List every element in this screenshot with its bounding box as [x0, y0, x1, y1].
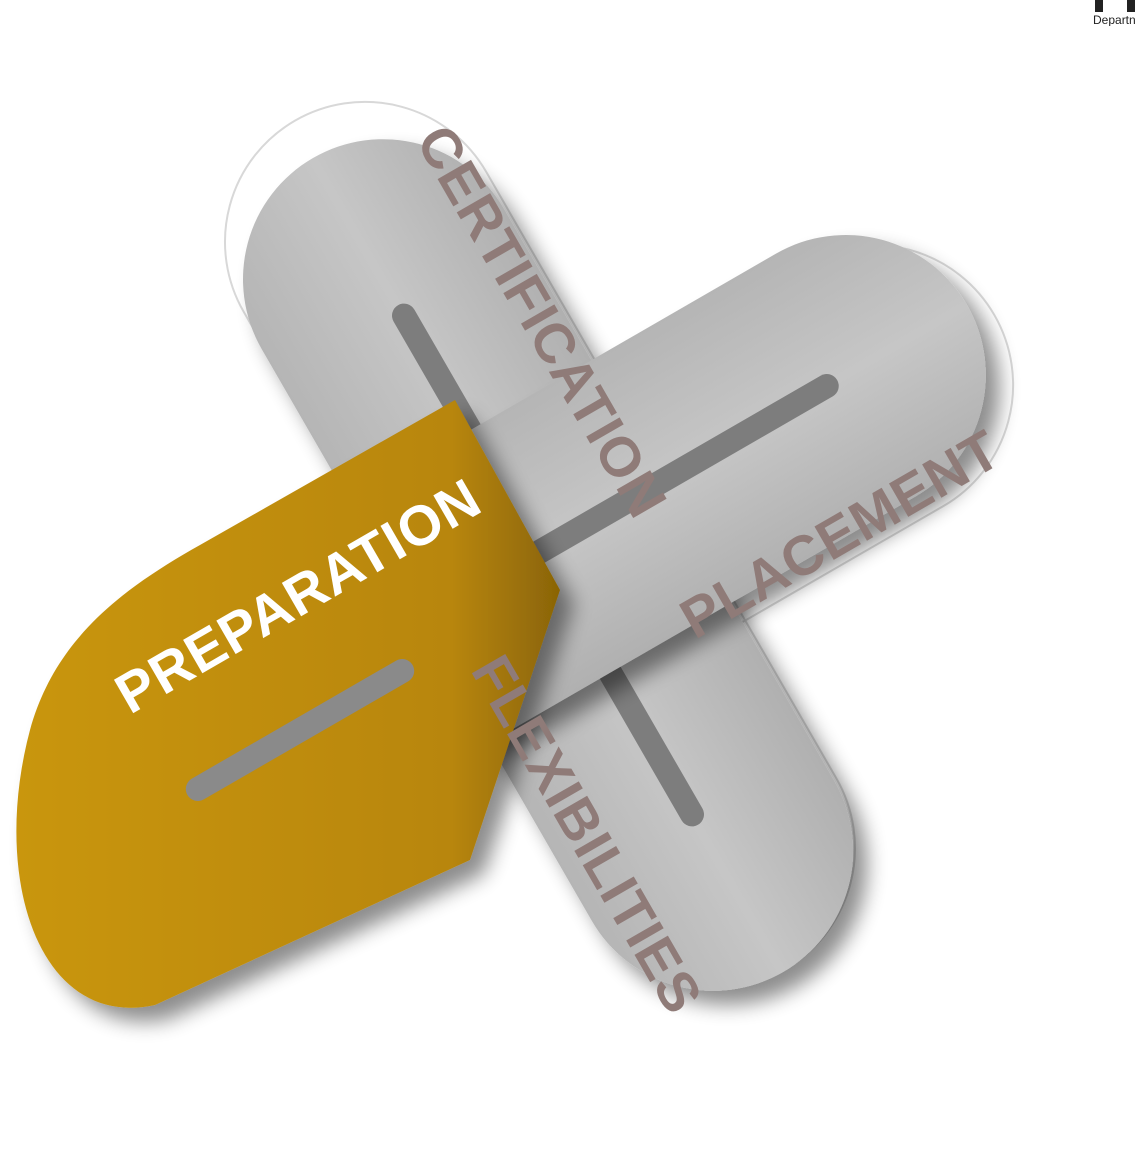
logo-bars-icon	[1065, 0, 1145, 12]
logo-text: Departn	[1093, 13, 1136, 26]
preparation-segment	[16, 400, 560, 1008]
agency-logo: Departn	[1065, 0, 1145, 26]
